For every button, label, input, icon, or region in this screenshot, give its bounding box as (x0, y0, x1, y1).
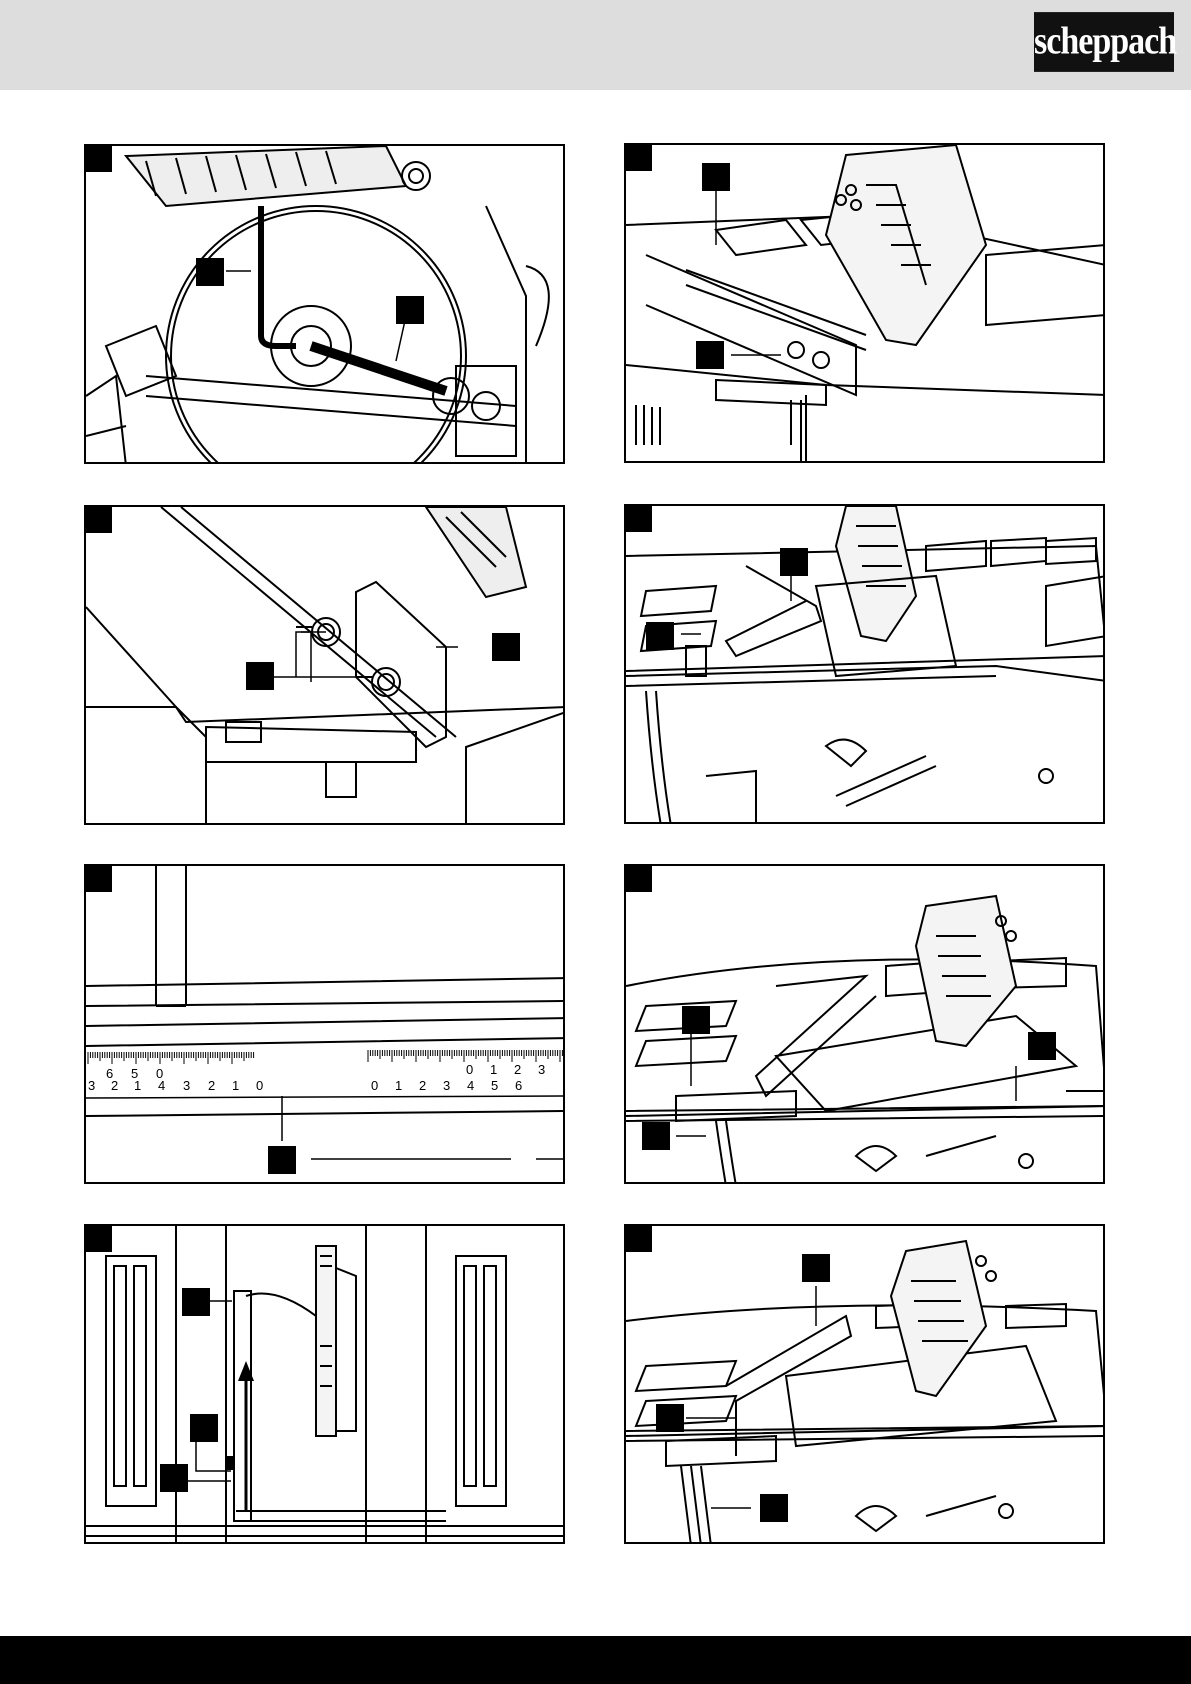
callout-label (646, 622, 674, 650)
callout-label (760, 1494, 788, 1522)
callout-label (696, 341, 724, 369)
figure-4-drawing (626, 506, 1105, 824)
scale-label: 3 (538, 1062, 545, 1077)
callout-label (246, 662, 274, 690)
figure-number (626, 145, 652, 171)
figure-5: 3 2 1 0 4 3 2 1 0 6 5 0 1 2 3 4 5 6 0 1 … (84, 864, 565, 1184)
figure-number (626, 506, 652, 532)
figure-5-drawing (86, 866, 565, 1184)
scale-label: 2 (419, 1078, 426, 1093)
callout-label (492, 633, 520, 661)
callout-label (268, 1146, 296, 1174)
figure-6 (624, 864, 1105, 1184)
callout-label (702, 163, 730, 191)
scale-label: 6 (515, 1078, 522, 1093)
scale-label: 4 (158, 1078, 165, 1093)
callout-label (780, 548, 808, 576)
scale-label: 5 (491, 1078, 498, 1093)
figure-3 (84, 505, 565, 825)
figure-number (86, 1226, 112, 1252)
figure-1-drawing (86, 146, 565, 464)
brand-logo: scheppach (1034, 12, 1174, 72)
scale-label: 3 (443, 1078, 450, 1093)
scale-label: 0 (466, 1062, 473, 1077)
figure-number (626, 1226, 652, 1252)
scale-label: 4 (467, 1078, 474, 1093)
figure-8-drawing (626, 1226, 1105, 1544)
figure-number (86, 507, 112, 533)
scale-label: 1 (490, 1062, 497, 1077)
scale-label: 5 (131, 1066, 138, 1081)
figure-number (86, 146, 112, 172)
figure-2 (624, 143, 1105, 463)
scale-label: 3 (183, 1078, 190, 1093)
figure-4 (624, 504, 1105, 824)
figure-3-drawing (86, 507, 565, 825)
scale-label: 6 (106, 1066, 113, 1081)
callout-label (642, 1122, 670, 1150)
figure-number (626, 866, 652, 892)
callout-label (682, 1006, 710, 1034)
figure-7-drawing (86, 1226, 565, 1544)
callout-label (396, 296, 424, 324)
callout-label (182, 1288, 210, 1316)
callout-label (190, 1414, 218, 1442)
callout-label (196, 258, 224, 286)
page-footer (0, 1636, 1191, 1684)
scale-label: 0 (256, 1078, 263, 1093)
page-header: scheppach (0, 0, 1191, 90)
scale-label: 1 (232, 1078, 239, 1093)
callout-label (656, 1404, 684, 1432)
figure-1 (84, 144, 565, 464)
figure-7 (84, 1224, 565, 1544)
scale-label: 2 (208, 1078, 215, 1093)
callout-label (802, 1254, 830, 1282)
callout-label (160, 1464, 188, 1492)
scale-label: 1 (395, 1078, 402, 1093)
scale-label: 0 (371, 1078, 378, 1093)
scale-label: 3 (88, 1078, 95, 1093)
callout-label (1028, 1032, 1056, 1060)
figure-number (86, 866, 112, 892)
figure-8 (624, 1224, 1105, 1544)
figure-2-drawing (626, 145, 1105, 463)
scale-label: 2 (514, 1062, 521, 1077)
